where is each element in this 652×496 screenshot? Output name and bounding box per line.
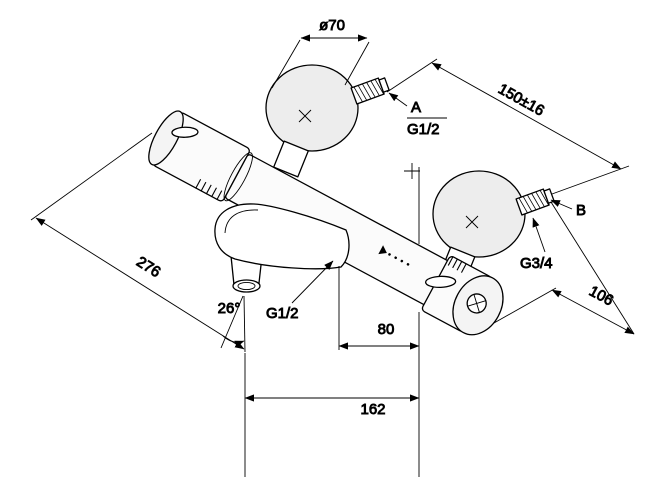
label-port-a: A G1/2 [388, 92, 447, 138]
spout-thread-label: G1/2 [266, 305, 299, 322]
barrel-seam [223, 152, 253, 202]
port-b-label: B [576, 202, 586, 219]
dim-spray-angle: 26° [217, 295, 246, 353]
dim-label-spray-angle: 26° [218, 300, 241, 317]
dim-label-spout-reach: 162 [360, 401, 385, 418]
supply-nipple-a [350, 77, 390, 105]
index-marker [378, 245, 387, 255]
supply-nipple-b [515, 188, 555, 216]
port-a-thread-label: G1/2 [407, 121, 440, 138]
dim-flange-diameter: ø70 [271, 17, 370, 89]
port-b-thread-label: G3/4 [520, 255, 553, 272]
center-mark-right-flange [465, 215, 479, 229]
flow-lever-indicator [424, 275, 457, 289]
dim-label-flange-diameter: ø70 [319, 17, 345, 34]
dim-label-depth: 106 [586, 283, 616, 310]
label-spout-thread: G1/2 [266, 260, 334, 322]
label-port-b: B G3/4 [520, 199, 586, 272]
axis-cross-mark [404, 163, 420, 179]
temperature-lever-indicator [171, 126, 199, 138]
temperature-handle-cap [148, 110, 184, 166]
dim-spout-to-handle: 80 [338, 266, 420, 350]
dim-spout-reach: 162 [244, 394, 420, 418]
flange-top-collar [273, 140, 309, 178]
dim-label-connection-spacing: 150±16 [495, 81, 547, 120]
dim-label-spout-to-handle: 80 [378, 321, 395, 338]
spout-outlet [232, 279, 261, 293]
dim-label-overall-length: 276 [133, 253, 163, 281]
port-a-label: A [411, 99, 421, 116]
wall-flange-top [265, 64, 390, 178]
center-mark-top-flange [298, 109, 312, 123]
